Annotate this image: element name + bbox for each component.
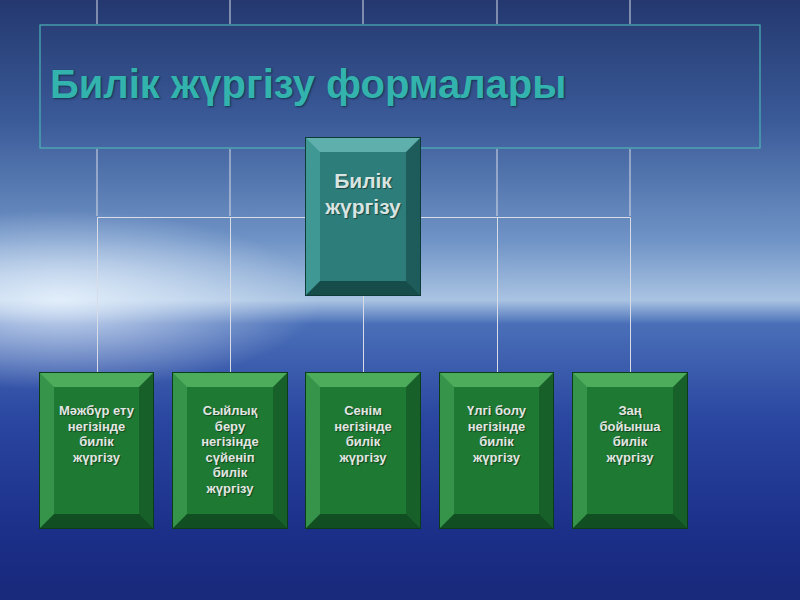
- connector-line: [231, 218, 307, 374]
- box-text: Сенім негізінде билік жүргізу: [322, 403, 404, 465]
- form-box: Заң бойынша билік жүргізу: [573, 373, 687, 528]
- box-text: Сыйлық беру негізінде сүйеніп билік жүрг…: [189, 403, 271, 497]
- form-box: Сенім негізінде билік жүргізу: [306, 373, 420, 528]
- connector-line: [363, 295, 364, 373]
- diagram-title: Билік жүргізу формалары: [50, 62, 566, 107]
- form-box: Үлгі болу негізінде билік жүргізу: [440, 373, 553, 528]
- title-frame: [40, 25, 760, 148]
- form-box: Мәжбүр ету негізінде билік жүргізу: [40, 373, 153, 528]
- form-box: Сыйлық беру негізінде сүйеніп билік жүрг…: [173, 373, 287, 528]
- box-text: Билік жүргізу: [322, 168, 404, 221]
- box-text: Үлгі болу негізінде билік жүргізу: [456, 403, 537, 465]
- connector-line: [420, 218, 498, 374]
- root-box: Билік жүргізу: [306, 138, 420, 295]
- box-text: Мәжбүр ету негізінде билік жүргізу: [56, 403, 137, 465]
- connector-line: [98, 218, 307, 374]
- connector-line: [420, 218, 631, 374]
- box-text: Заң бойынша билік жүргізу: [589, 403, 671, 465]
